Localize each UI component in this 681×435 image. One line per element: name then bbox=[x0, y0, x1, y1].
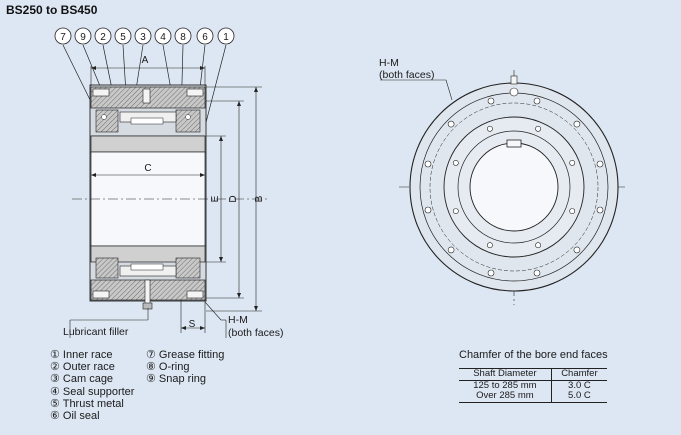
bolt-hole bbox=[596, 160, 604, 168]
table-row: Over 285 mm 5.0 C bbox=[459, 390, 607, 403]
table-cell: Over 285 mm bbox=[459, 390, 552, 403]
dim-s-label: S bbox=[189, 319, 196, 330]
legend-item: ⑦ Grease fitting bbox=[146, 349, 225, 361]
bolt-holes bbox=[424, 97, 604, 277]
bolt-hole bbox=[573, 120, 581, 128]
legend-item: ② Outer race bbox=[50, 361, 115, 374]
callout-number: 2 bbox=[100, 32, 106, 43]
bolt-hole bbox=[424, 160, 432, 168]
legend-item: ④ Seal supporter bbox=[50, 385, 135, 398]
callout-number: 9 bbox=[80, 32, 86, 43]
table-cell: 5.0 C bbox=[550, 390, 607, 403]
callout-number: 5 bbox=[120, 32, 126, 43]
bolt-hole bbox=[486, 242, 493, 249]
callout-circle bbox=[114, 27, 132, 45]
hm-front-label-line2: (both faces) bbox=[379, 69, 434, 81]
column-header: Shaft Diameter bbox=[459, 368, 552, 381]
chamfer-table: Shaft Diameter Chamfer 125 to 285 mm 3.0… bbox=[459, 368, 607, 403]
callout-circle bbox=[94, 27, 112, 45]
callout-circle bbox=[174, 27, 192, 45]
dim-a-label: A bbox=[142, 55, 149, 66]
bolt-hole bbox=[596, 206, 604, 214]
front-view: H-M (both faces) bbox=[379, 57, 627, 305]
bolt-hole bbox=[533, 269, 541, 277]
page-title: BS250 to BS450 bbox=[6, 3, 98, 17]
bolt-hole bbox=[569, 159, 576, 166]
callout-circle bbox=[134, 27, 152, 45]
callout-number: 7 bbox=[60, 32, 66, 43]
callout-circles: 7 9 2 5 3 4 8 6 1 bbox=[54, 27, 235, 45]
keyway bbox=[506, 139, 522, 148]
bolt-hole bbox=[487, 97, 495, 105]
bolt-hole bbox=[452, 159, 459, 166]
lubricant-filler-label: Lubricant filler bbox=[63, 326, 129, 338]
bolt-hole bbox=[447, 246, 455, 254]
bolt-hole bbox=[486, 125, 493, 132]
bolt-hole bbox=[573, 246, 581, 254]
table-cell: 3.0 C bbox=[550, 380, 607, 391]
bolt-hole bbox=[569, 208, 576, 214]
callout-circle bbox=[196, 27, 214, 45]
callout-number: 3 bbox=[140, 32, 146, 43]
bolt-hole bbox=[533, 97, 541, 105]
dimension-arrows bbox=[91, 66, 258, 330]
bolt-hole bbox=[535, 125, 541, 132]
callout-circle bbox=[74, 27, 92, 45]
legend-item: ③ Cam cage bbox=[50, 373, 114, 386]
hm-side-label-line2: (both faces) bbox=[228, 327, 283, 339]
callout-number: 6 bbox=[202, 32, 208, 43]
hm-side-label-line1: H-M bbox=[228, 314, 248, 326]
column-header: Chamfer bbox=[550, 368, 607, 381]
legend-item: ⑧ O-ring bbox=[146, 361, 190, 374]
legend-item: ⑨ Snap ring bbox=[146, 373, 207, 386]
dim-e-label: E bbox=[210, 195, 221, 202]
table-row: 125 to 285 mm 3.0 C bbox=[459, 380, 607, 391]
dim-d-label: D bbox=[228, 195, 239, 202]
table-header-row: Shaft Diameter Chamfer bbox=[459, 368, 607, 381]
parts-legend-left: ① Inner race ② Outer race ③ Cam cage ④ S… bbox=[50, 349, 134, 422]
side-view: A C B D E S Lubricant filler H-M (both f… bbox=[54, 27, 283, 339]
dim-b-label: B bbox=[254, 195, 265, 202]
dimension-lines bbox=[69, 66, 262, 338]
chamfer-table-title: Chamfer of the bore end faces bbox=[459, 349, 608, 361]
callout-leaders bbox=[62, 44, 227, 135]
hm-front-label-line1: H-M bbox=[379, 57, 399, 69]
bolt-hole bbox=[487, 269, 495, 277]
legend-item: ① Inner race bbox=[50, 349, 113, 361]
bolt-hole bbox=[535, 242, 541, 249]
callout-number: 4 bbox=[160, 32, 166, 43]
legend-item: ⑤ Thrust metal bbox=[50, 397, 124, 410]
table-cell: 125 to 285 mm bbox=[473, 379, 537, 391]
callout-number: 8 bbox=[180, 32, 186, 43]
callout-circle bbox=[154, 27, 172, 45]
lubricant-filler-fitting bbox=[142, 302, 153, 310]
dim-c-label: C bbox=[144, 163, 151, 174]
callout-number: 1 bbox=[223, 32, 229, 43]
callout-circle bbox=[54, 27, 72, 45]
legend-item: ⑥ Oil seal bbox=[50, 410, 100, 423]
parts-legend-right: ⑦ Grease fitting ⑧ O-ring ⑨ Snap ring bbox=[146, 349, 224, 386]
callout-circle bbox=[217, 27, 235, 45]
bore bbox=[469, 142, 559, 232]
bolt-hole bbox=[452, 208, 459, 214]
bolt-hole bbox=[424, 206, 432, 214]
bolt-hole bbox=[447, 120, 455, 128]
